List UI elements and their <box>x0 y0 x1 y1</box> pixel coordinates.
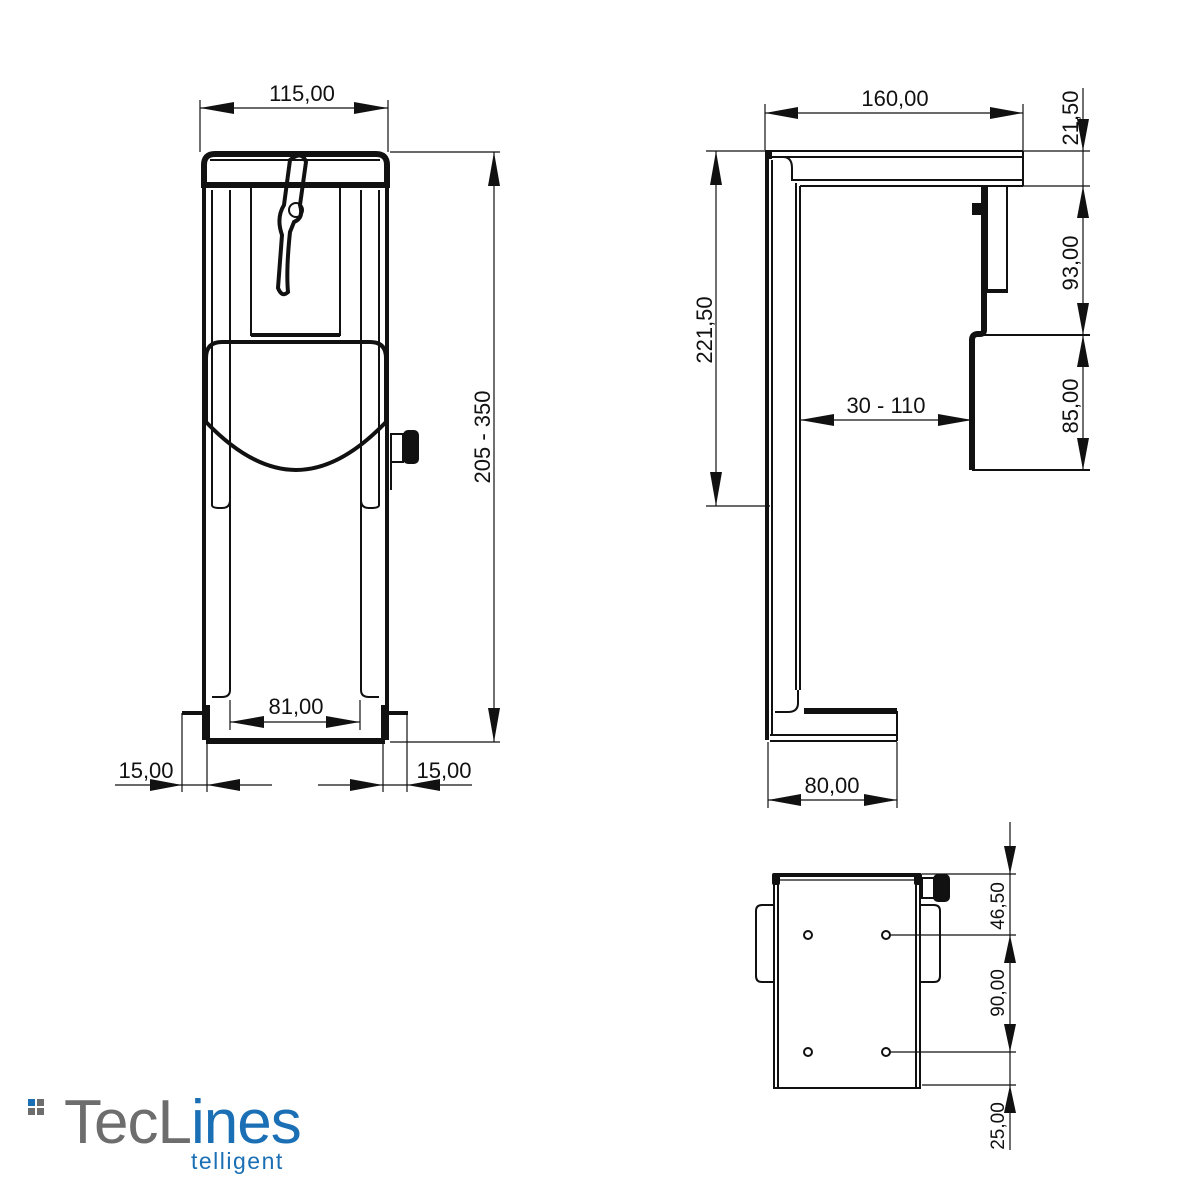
logo-square-icon <box>37 1108 44 1115</box>
teclines-logo: TecLines telligent <box>28 1090 328 1180</box>
dim-clamp-range: 30 - 110 <box>846 393 925 418</box>
dim-edge-to-holes: 46,50 <box>988 882 1009 930</box>
dim-foot-right: 15,00 <box>416 758 471 783</box>
dim-height-range: 205 - 350 <box>470 391 495 484</box>
mount-hole-icon <box>803 930 813 940</box>
front-view: 115,00 <box>115 81 500 792</box>
adjust-knob-icon <box>403 430 419 464</box>
dim-width-top: 115,00 <box>269 81 335 106</box>
dim-lower-bracket: 85,00 <box>1058 378 1083 433</box>
dim-bottom-offset: 25,00 <box>988 1102 1009 1150</box>
logo-brand-part2: ines <box>190 1088 302 1157</box>
dim-depth-top: 160,00 <box>861 86 928 111</box>
knob-icon <box>933 874 950 902</box>
dim-hole-spacing: 90,00 <box>988 969 1009 1017</box>
logo-brand-part1: TecL <box>64 1088 192 1157</box>
top-view: 46,50 90,00 25,00 <box>755 822 1016 1150</box>
dim-foot-left: 15,00 <box>118 758 173 783</box>
dim-top-thickness: 21,50 <box>1058 90 1083 145</box>
logo-square-icon <box>28 1099 35 1106</box>
lever-handle-icon <box>275 153 309 297</box>
logo-wordmark: TecLines <box>64 1088 302 1157</box>
mount-hole-icon <box>803 1047 813 1057</box>
logo-square-icon <box>28 1108 35 1115</box>
logo-tagline: telligent <box>191 1148 284 1174</box>
dim-foot-depth: 80,00 <box>804 773 859 798</box>
mount-hole-icon <box>881 1047 891 1057</box>
side-view: 160,00 221,50 <box>692 86 1090 808</box>
logo-square-icon <box>37 1099 44 1106</box>
dim-total-height: 221,50 <box>692 296 717 363</box>
dim-inner-width: 81,00 <box>268 694 323 719</box>
dim-upper-bracket: 93,00 <box>1058 235 1083 290</box>
mount-hole-icon <box>881 930 891 940</box>
